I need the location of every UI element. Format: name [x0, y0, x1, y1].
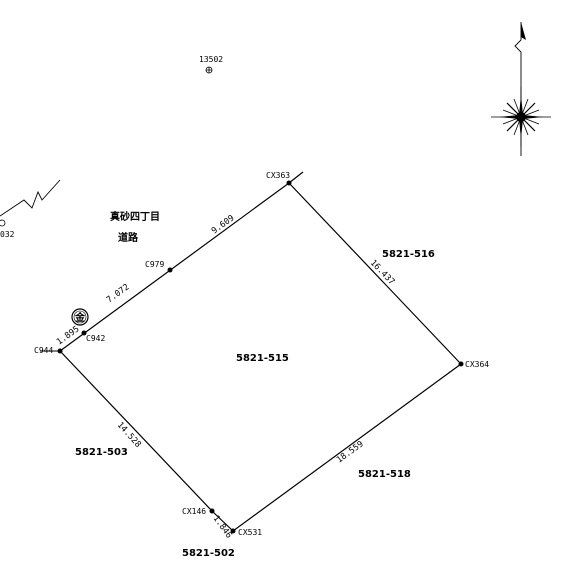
point-label-cx363: CX363: [266, 171, 290, 180]
benchmark-icon: [205, 66, 213, 74]
benchmark-label-top: 13502: [199, 55, 223, 64]
compass-rose-icon: [491, 87, 551, 147]
distance-label-bottom-short: 1.846: [211, 514, 234, 541]
lot-label-bottom: 5821-502: [182, 548, 235, 559]
road-label-line2: 道路: [118, 231, 139, 244]
lot-label-south: 5821-518: [358, 469, 411, 480]
parcel-boundary: [59, 182, 462, 532]
lot-label-west: 5821-503: [75, 447, 128, 458]
kanji-marker-icon: 金: [71, 308, 89, 326]
lot-label-east: 5821-516: [382, 249, 435, 260]
distance-label-top-short: 1.895: [55, 324, 82, 347]
road-break-line: [0, 179, 61, 217]
point-label-c979: C979: [145, 260, 164, 269]
point-label-cx364: CX364: [465, 360, 489, 369]
svg-text:金: 金: [74, 311, 86, 324]
road-label-line1: 真砂四丁目: [110, 210, 160, 223]
point-label-c944: C944: [34, 346, 53, 355]
benchmark-left-icon: [0, 219, 6, 227]
lot-label-main: 5821-515: [236, 353, 289, 364]
benchmark-label-left: 032: [0, 230, 15, 239]
point-label-cx531: CX531: [238, 528, 262, 537]
distance-label-right: 16.437: [368, 258, 397, 287]
distance-label-left: 14.528: [115, 420, 143, 450]
point-label-c942: C942: [86, 334, 105, 343]
boundary-points: [57, 180, 464, 534]
north-arrow-icon: [514, 22, 526, 156]
point-label-cx146: CX146: [182, 507, 206, 516]
boundary-extension-top: [288, 171, 304, 184]
